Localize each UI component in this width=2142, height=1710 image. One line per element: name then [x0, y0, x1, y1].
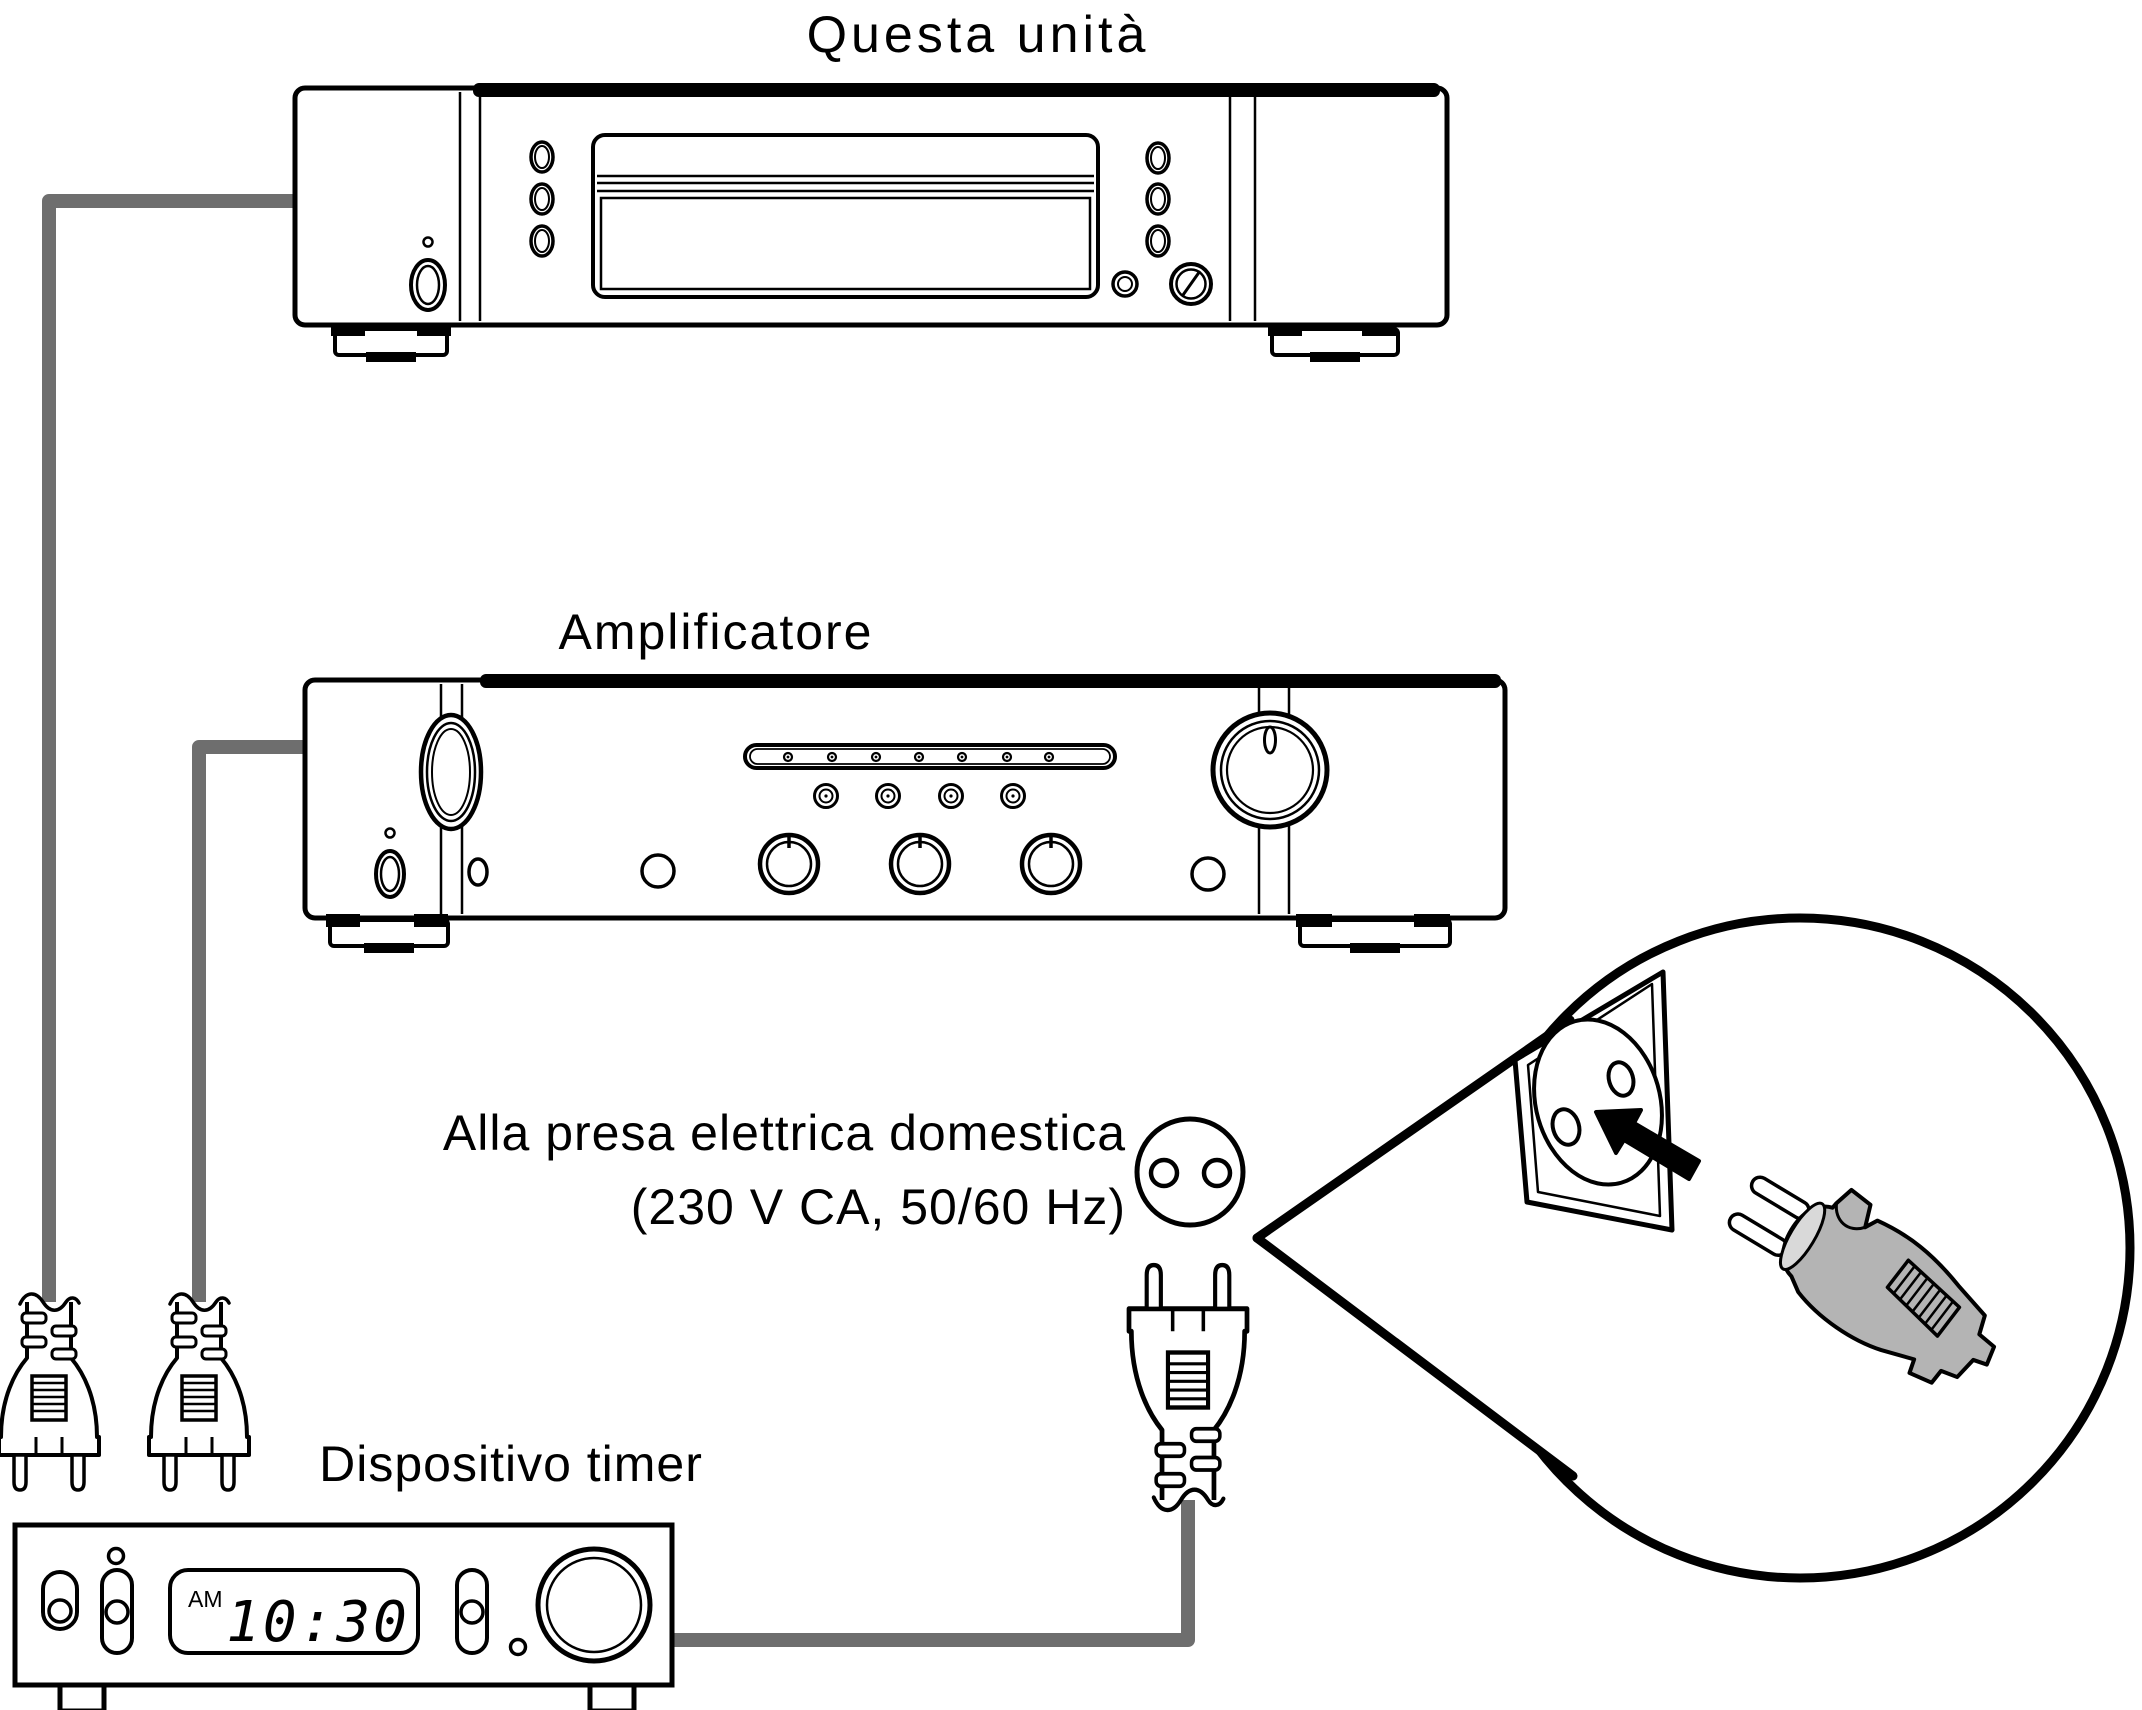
amp-power-plug: [147, 1291, 251, 1492]
amp-display-window: [743, 743, 1117, 770]
cd-power-button: [409, 258, 447, 312]
timer-toggle-1: [41, 1570, 79, 1631]
timer-dot: [508, 1637, 528, 1657]
timer-device: AM 10:30: [12, 1522, 675, 1710]
amp-small-button-left: [640, 853, 676, 889]
timer-knob: [535, 1546, 653, 1664]
cd-jog-knob: [1169, 262, 1213, 306]
wall-outlet-icon: [1134, 1116, 1246, 1228]
callout-tail-mask: [1257, 1005, 1595, 1492]
insert-arrow-icon: [1594, 1108, 1701, 1181]
label-timer: Dispositivo timer: [319, 1436, 703, 1492]
amp-tone-knobs: [757, 832, 1083, 896]
cd-player: [292, 83, 1450, 364]
amp-small-button-right: [1190, 856, 1226, 892]
cd-small-button: [1111, 270, 1139, 298]
timer-toggle-2: [100, 1568, 134, 1655]
cd-foot-right: [1268, 323, 1400, 362]
label-outlet-line2: (230 V CA, 50/60 Hz): [631, 1179, 1126, 1235]
cd-power-cable: [42, 194, 300, 1307]
cd-power-led: [422, 236, 434, 248]
disc-tray: [591, 133, 1100, 299]
amp-selector-buttons: [813, 783, 1026, 809]
amp-input-selector-knob: [418, 712, 484, 832]
cd-left-button-column: [529, 140, 555, 258]
label-this-unit: Questa unità: [807, 6, 1150, 64]
cd-foot-left: [329, 321, 453, 364]
label-amplifier: Amplificatore: [559, 604, 874, 660]
magnified-detail-circle: [1252, 913, 2135, 1583]
label-outlet-line1: Alla presa elettrica domestica: [443, 1105, 1126, 1161]
timer-power-cable: [665, 1497, 1195, 1647]
amp-phones-jack: [467, 857, 489, 887]
timer-time: 10:30: [226, 1590, 410, 1655]
cd-power-plug: [0, 1291, 101, 1492]
timer-foot-left: [57, 1682, 107, 1710]
amp-power-led: [384, 827, 396, 839]
amplifier: [302, 674, 1508, 953]
timer-meridiem: AM: [188, 1586, 223, 1612]
amp-indicator-dots: [782, 751, 1055, 763]
timer-clock-display: AM 10:30: [168, 1568, 420, 1655]
timer-foot-right: [587, 1682, 637, 1710]
cd-top-bevel: [473, 83, 1440, 97]
amp-power-button: [374, 849, 406, 899]
cd-right-button-column: [1145, 141, 1171, 258]
power-cables: [42, 194, 1195, 1647]
euro-plug-3d: [1727, 1175, 1997, 1385]
amp-power-cable: [192, 740, 315, 1307]
amp-top-bevel: [480, 674, 1501, 688]
timer-led: [106, 1546, 126, 1566]
amp-volume-knob: [1210, 710, 1330, 830]
amp-foot-right: [1296, 914, 1452, 953]
timer-toggle-3: [455, 1568, 489, 1655]
wall-socket-3d: [1512, 969, 1675, 1233]
amp-foot-left: [326, 914, 450, 953]
timer-power-plug: [1129, 1265, 1247, 1510]
callout-tail-bottom: [1252, 1233, 1578, 1481]
